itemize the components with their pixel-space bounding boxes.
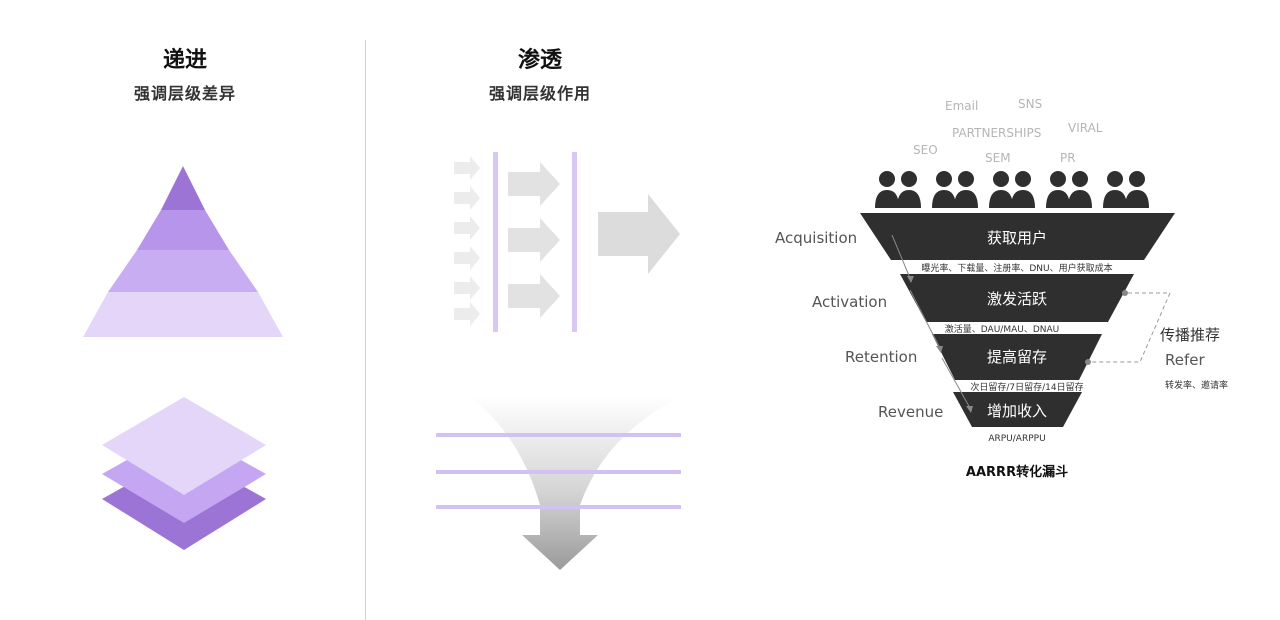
refer-zh-label: 传播推荐 — [1160, 326, 1220, 344]
stage-zh-label: 提高留存 — [987, 348, 1047, 366]
stacked-layers-diagram — [102, 397, 266, 550]
barrier-line-1 — [493, 152, 498, 332]
stage-en-label: Retention — [845, 348, 917, 366]
pyramid-level-3 — [108, 250, 258, 292]
stage-metrics: 曝光率、下载量、注册率、DNU、用户获取成本 — [921, 262, 1112, 274]
stage-en-label: Revenue — [878, 403, 943, 421]
filter-funnel-diagram — [436, 397, 681, 570]
channel-label: PARTNERSHIPS — [952, 126, 1041, 140]
funnel-body — [470, 397, 680, 570]
barrier-line-2 — [572, 152, 577, 332]
filter-line-1 — [436, 433, 681, 437]
funnel-stage-activation — [900, 274, 1134, 322]
stage-metrics: 次日留存/7日留存/14日留存 — [970, 381, 1083, 393]
channel-label: SEM — [985, 151, 1011, 165]
left-subtitle: 强调层级差异 — [133, 84, 236, 103]
pyramid-level-1 — [161, 166, 205, 210]
channel-label: SEO — [913, 143, 938, 157]
refer-dot — [1085, 359, 1091, 365]
channel-label: PR — [1060, 151, 1076, 165]
stage-zh-label: 激发活跃 — [987, 290, 1047, 308]
middle-subtitle: 强调层级作用 — [488, 84, 591, 103]
refer-dot — [1122, 290, 1128, 296]
refer-dashed-loop — [1091, 292, 1171, 363]
stage-metrics: 激活量、DAU/MAU、DNAU — [945, 323, 1059, 335]
stage-en-label: Acquisition — [775, 229, 857, 247]
refer-metrics: 转发率、邀请率 — [1165, 379, 1228, 391]
refer-en-label: Refer — [1165, 351, 1205, 369]
users-icon — [875, 171, 1149, 208]
small-arrow-column — [454, 156, 480, 326]
middle-title: 渗透 — [517, 48, 562, 73]
penetration-arrows-diagram — [454, 152, 680, 332]
channel-label: SNS — [1018, 97, 1042, 111]
stage-zh-label: 获取用户 — [987, 229, 1047, 247]
funnel-stage-revenue — [953, 392, 1082, 427]
layer-top — [102, 397, 266, 495]
pyramid-level-4 — [83, 292, 283, 337]
filter-line-3 — [436, 505, 681, 509]
flow-arrow — [891, 234, 971, 409]
flow-arrowhead — [907, 276, 973, 413]
funnel-caption: AARRR转化漏斗 — [966, 464, 1068, 480]
stage-zh-label: 增加收入 — [987, 402, 1047, 420]
funnel-stage-acquisition — [860, 213, 1175, 260]
aarrr-funnel-diagram: Email SNS PARTNERSHIPS VIRAL SEO SEM PR — [775, 97, 1228, 480]
pyramid-diagram — [83, 166, 283, 337]
stage-en-label: Activation — [812, 293, 887, 311]
channel-label: VIRAL — [1068, 121, 1103, 135]
medium-arrow-column — [508, 162, 560, 318]
large-arrow — [598, 194, 680, 274]
left-title: 递进 — [162, 48, 207, 73]
pyramid-level-2 — [137, 210, 229, 250]
stage-metrics: ARPU/ARPPU — [988, 434, 1045, 444]
section-divider — [365, 40, 366, 620]
channel-label: Email — [945, 99, 978, 113]
filter-line-2 — [436, 470, 681, 474]
funnel-stage-retention — [932, 334, 1102, 380]
